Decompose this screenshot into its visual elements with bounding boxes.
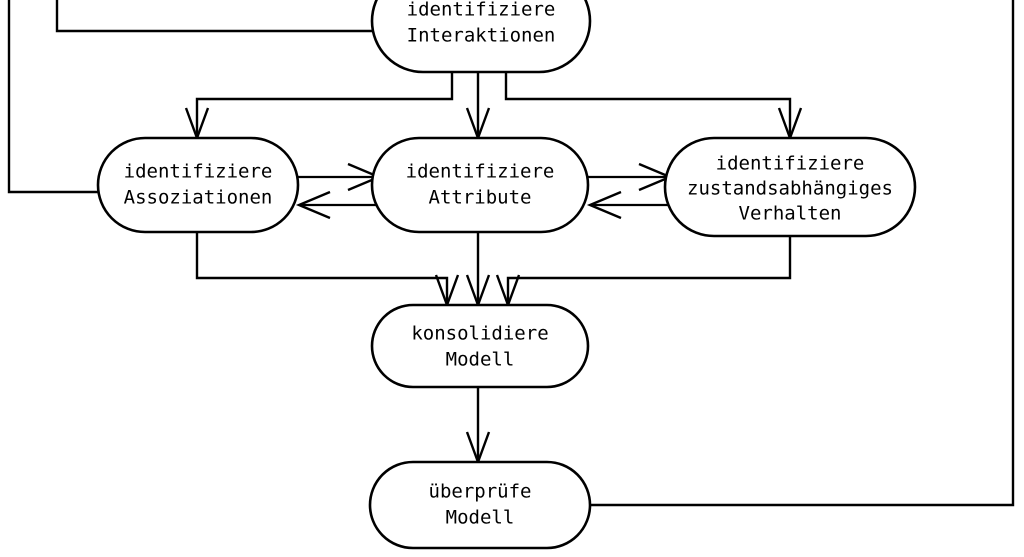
node-label-verhalten-line3: Verhalten	[739, 203, 842, 225]
node-layer: identifiziere Interaktionen identifizier…	[96, 0, 917, 550]
node-label-ueberpruefe-line1: überprüfe	[429, 481, 532, 503]
node-shape-konsolidiere	[370, 303, 590, 389]
node-identifiziere-assoziationen[interactable]: identifiziere Assoziationen	[96, 136, 300, 234]
node-label-konsolidiere-line1: konsolidiere	[411, 323, 548, 345]
edge-interaktionen-to-verhalten	[504, 72, 792, 137]
edge-assoziationen-to-konsolidiere	[195, 232, 449, 304]
edge-ueberpruefe-feedback-right	[590, 0, 1015, 507]
node-label-interaktionen-line1: identifiziere	[407, 0, 556, 21]
node-label-konsolidiere-line2: Modell	[446, 349, 515, 371]
node-shape-assoziationen	[96, 136, 300, 234]
node-label-verhalten-line2: zustandsabhängiges	[687, 178, 893, 200]
node-ueberpruefe-modell[interactable]: überprüfe Modell	[368, 460, 592, 550]
edge-layer	[7, 0, 1015, 507]
node-shape-interaktionen	[370, 0, 592, 74]
node-identifiziere-attribute[interactable]: identifiziere Attribute	[370, 136, 590, 234]
edge-interaktionen-feedback-left	[55, 0, 378, 33]
edge-verhalten-to-konsolidiere	[506, 236, 792, 304]
node-shape-attribute	[370, 136, 590, 234]
node-shape-ueberpruefe	[368, 460, 592, 550]
node-label-interaktionen-line2: Interaktionen	[407, 25, 556, 47]
node-konsolidiere-modell[interactable]: konsolidiere Modell	[370, 303, 590, 389]
node-label-attribute-line2: Attribute	[429, 187, 532, 209]
edge-assoziationen-feedback-left	[7, 0, 104, 194]
node-label-assoziationen-line1: identifiziere	[124, 161, 273, 183]
arrowhead-verhalten-to-attribute	[586, 190, 622, 220]
node-label-assoziationen-line2: Assoziationen	[124, 187, 273, 209]
node-identifiziere-zustandsabhaengiges-verhalten[interactable]: identifiziere zustandsabhängiges Verhalt…	[663, 136, 917, 238]
node-identifiziere-interaktionen[interactable]: identifiziere Interaktionen	[370, 0, 592, 74]
arrowhead-attribute-to-assoziationen	[295, 190, 331, 220]
edge-interaktionen-to-assoziationen	[195, 72, 454, 137]
node-label-verhalten-line1: identifiziere	[716, 153, 865, 175]
node-shape-verhalten	[663, 136, 917, 238]
node-label-attribute-line1: identifiziere	[406, 161, 555, 183]
node-label-ueberpruefe-line2: Modell	[446, 507, 515, 529]
